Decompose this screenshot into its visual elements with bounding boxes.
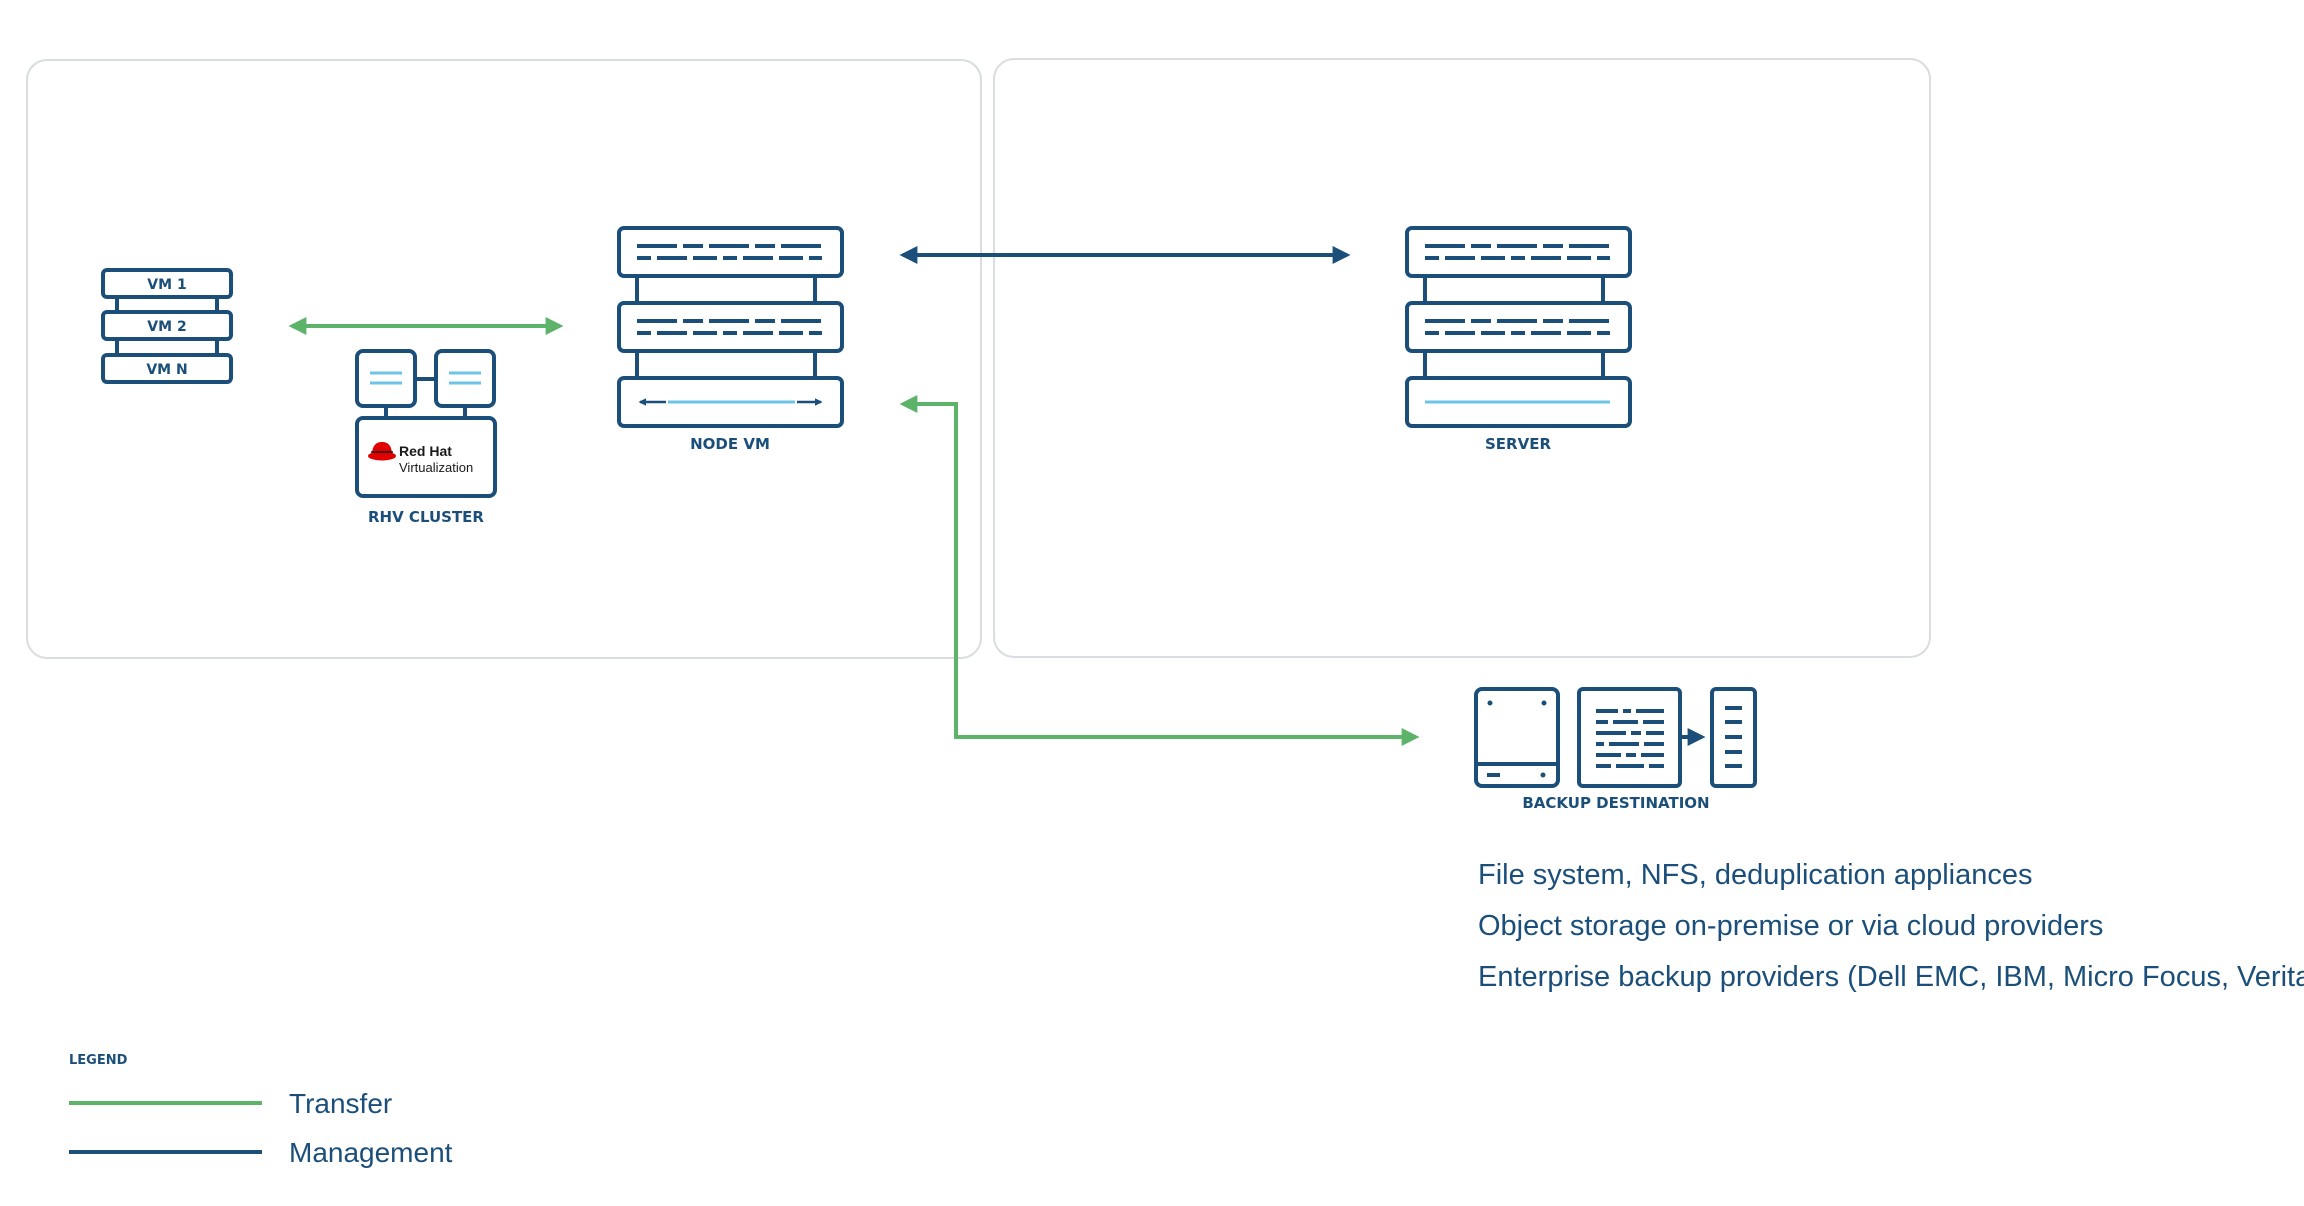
server-icon: [1405, 226, 1632, 428]
node-vm-label: NODE VM: [690, 435, 770, 453]
vm-n-label: VM N: [146, 362, 187, 378]
document-icon: [1577, 687, 1682, 788]
red-hat-logo: Red Hat Virtualization: [368, 442, 473, 475]
rhv-cluster-label: RHV CLUSTER: [368, 508, 484, 526]
red-hat-wordmark: Red Hat: [399, 443, 452, 459]
legend-transfer-label: Transfer: [289, 1088, 392, 1119]
legend-management-label: Management: [289, 1137, 453, 1168]
red-hat-fedora-icon: [368, 442, 396, 461]
legend-title: LEGEND: [69, 1053, 128, 1068]
backup-description-line-1: File system, NFS, deduplication applianc…: [1478, 859, 2032, 891]
vm-2-box: [101, 310, 233, 341]
vm-1-label: VM 1: [147, 277, 186, 293]
legend: LEGEND Transfer Management: [69, 1053, 453, 1168]
backup-destination-label: BACKUP DESTINATION: [1522, 794, 1709, 812]
vm-stack: VM 1 VM 2 VM N: [101, 268, 233, 384]
vm-1-box: [101, 268, 233, 299]
node-vm-icon: [617, 226, 844, 428]
backup-description-line-2: Object storage on-premise or via cloud p…: [1478, 910, 2103, 942]
virtualization-wordmark: Virtualization: [399, 460, 473, 475]
backup-description-line-3: Enterprise backup providers (Dell EMC, I…: [1478, 961, 2304, 993]
source-environment-panel: [26, 59, 982, 659]
backup-destination-icon: [1474, 687, 1757, 788]
rhv-cluster-icon: Red Hat Virtualization: [355, 349, 497, 498]
vprotect-environment-panel: [993, 58, 1931, 658]
vm-n-box: [101, 353, 233, 384]
vm-2-label: VM 2: [147, 319, 186, 335]
disk-icon: [1474, 687, 1560, 788]
node-backup-transfer-arrow: [899, 395, 1420, 746]
server-label: SERVER: [1485, 435, 1551, 453]
